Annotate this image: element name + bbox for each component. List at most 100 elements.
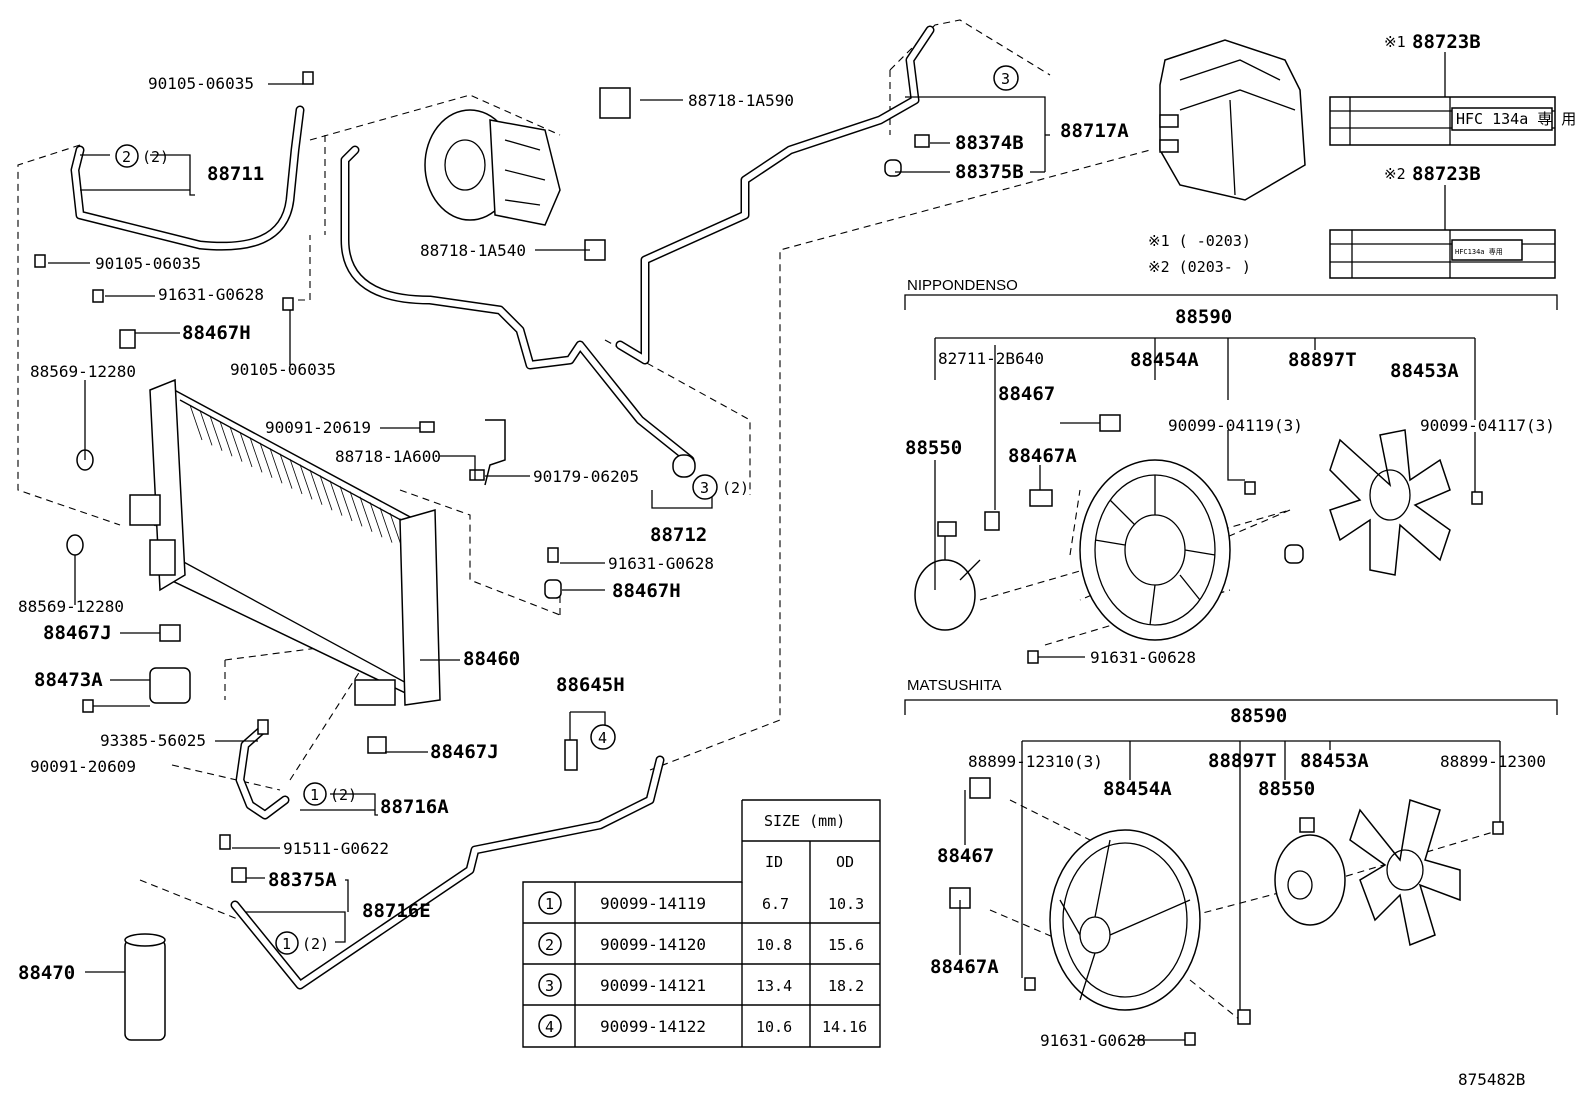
label-88375B: 88375B	[955, 161, 1024, 183]
note2-range: ※2 (0203- )	[1148, 258, 1251, 276]
condenser-fin	[249, 437, 263, 473]
label-88717A: 88717A	[1060, 120, 1129, 142]
svg-text:(2): (2)	[302, 935, 329, 953]
label-88718-1A600: 88718-1A600	[335, 447, 441, 466]
table-row: 3 90099-14121 13.4 18.2	[538, 973, 864, 997]
label-notes: ※1 88723B ※2 88723B ※1 ( -0203) ※2 (0203…	[1148, 31, 1481, 276]
table-row: 2 90099-14120 10.8 15.6	[538, 932, 864, 956]
matsushita-fan-assembly	[949, 777, 1504, 1046]
diagram-id: 875482B	[1458, 1070, 1525, 1089]
leader-lines	[48, 52, 1558, 1041]
label-88467-ms: 88467	[937, 845, 994, 867]
label-90099-04119: 90099-04119(3)	[1168, 416, 1303, 435]
matsushita-labels: MATSUSHITA 88590 88899-12310(3) 88897T 8…	[907, 677, 1546, 1050]
label-88454A-nd: 88454A	[1130, 349, 1199, 371]
svg-text:4: 4	[545, 1018, 554, 1036]
note1-range: ※1 ( -0203)	[1148, 232, 1251, 250]
svg-text:10.8: 10.8	[756, 936, 792, 954]
table-col-od: OD	[836, 853, 854, 871]
label-88454A-ms: 88454A	[1103, 778, 1172, 800]
label-88550-nd: 88550	[905, 437, 962, 459]
label-88460: 88460	[463, 648, 520, 670]
evaporator-unit-illustration	[1159, 39, 1306, 201]
label-text-1: HFC 134a 専 用	[1456, 110, 1576, 128]
table-row: 4 90099-14122 10.6 14.16	[538, 1014, 867, 1038]
small-parts	[34, 71, 930, 883]
svg-text:3: 3	[700, 479, 709, 497]
label-88569-12280-bottom: 88569-12280	[18, 597, 124, 616]
label-88899-12300: 88899-12300	[1440, 752, 1546, 771]
svg-text:13.4: 13.4	[756, 977, 792, 995]
svg-text:10.6: 10.6	[756, 1018, 792, 1036]
svg-text:90099-14122: 90099-14122	[600, 1017, 706, 1036]
label-93385-56025: 93385-56025	[100, 731, 206, 750]
label-88470: 88470	[18, 962, 75, 984]
label-90091-20609: 90091-20609	[30, 757, 136, 776]
label-88467H-top: 88467H	[182, 322, 251, 344]
svg-text:10.3: 10.3	[828, 895, 864, 913]
label-88897T-nd: 88897T	[1288, 349, 1357, 371]
liquid-tube-88717A	[615, 25, 935, 365]
label-88590-ms: 88590	[1230, 705, 1287, 727]
svg-text:(2): (2)	[330, 786, 357, 804]
condenser-illustration	[129, 378, 441, 706]
callout-1-88716E: 1 (2)	[275, 931, 329, 955]
condenser-fin	[329, 480, 343, 516]
discharge-hose-88711	[70, 105, 305, 251]
condenser-fin	[229, 426, 243, 462]
callout-3-88712: 3 (2)	[692, 474, 749, 500]
label-90179-06205: 90179-06205	[533, 467, 639, 486]
label-88899-12310: 88899-12310(3)	[968, 752, 1103, 771]
label-88711: 88711	[207, 163, 264, 185]
label-90099-04117: 90099-04117(3)	[1420, 416, 1555, 435]
svg-text:18.2: 18.2	[828, 977, 864, 995]
svg-text:1: 1	[282, 935, 291, 953]
svg-text:90099-14119: 90099-14119	[600, 894, 706, 913]
suction-hose-88712	[340, 145, 695, 465]
label-88467J-right: 88467J	[430, 741, 499, 763]
label-88467H-mid: 88467H	[612, 580, 681, 602]
condenser-fin	[299, 464, 313, 500]
label-88467A-ms: 88467A	[930, 956, 999, 978]
svg-text:2: 2	[545, 936, 554, 954]
label-88375A: 88375A	[268, 869, 337, 891]
liquid-tube-88716E	[230, 755, 665, 990]
svg-text:3: 3	[1001, 70, 1010, 88]
label-88716A: 88716A	[380, 796, 449, 818]
condenser-fin	[359, 496, 373, 532]
svg-text:1: 1	[545, 895, 554, 913]
note2-label: ※2	[1384, 165, 1406, 183]
compressor-illustration	[424, 109, 561, 226]
section-nippondenso: NIPPONDENSO	[907, 277, 1018, 294]
table-col-id: ID	[765, 853, 783, 871]
callout-2-88711: 2 (2)	[115, 144, 169, 168]
table-row: 1 90099-14119 6.7 10.3	[538, 891, 864, 915]
condenser-fin	[289, 458, 303, 495]
label-91631-G0628-nd: 91631-G0628	[1090, 648, 1196, 667]
callout-3-88717A: 3	[993, 65, 1019, 91]
svg-text:90099-14121: 90099-14121	[600, 976, 706, 995]
tube-88716A	[235, 725, 290, 820]
label-88716E: 88716E	[362, 900, 431, 922]
label-88473A: 88473A	[34, 669, 103, 691]
label-88550-ms: 88550	[1258, 778, 1315, 800]
svg-text:3: 3	[545, 977, 554, 995]
condenser-fin	[369, 502, 383, 538]
label-90105-06035-top: 90105-06035	[148, 74, 254, 93]
table-title: SIZE (mm)	[764, 812, 845, 830]
condenser-fin	[259, 442, 273, 478]
caution-label-1: HFC 134a 専 用	[1329, 96, 1576, 146]
condenser-fin	[319, 475, 333, 511]
condenser-fin	[349, 491, 363, 527]
callout-4-88645H: 4	[590, 724, 616, 750]
label-88718-1A590: 88718-1A590	[688, 91, 794, 110]
label-88590-nd: 88590	[1175, 306, 1232, 328]
svg-text:14.16: 14.16	[822, 1018, 867, 1036]
label-88453A-nd: 88453A	[1390, 360, 1459, 382]
svg-text:(2): (2)	[142, 148, 169, 166]
note1-part: 88723B	[1412, 31, 1481, 53]
condenser-fin	[269, 448, 283, 484]
svg-text:2: 2	[122, 148, 131, 166]
label-90105-06035-left: 90105-06035	[95, 254, 201, 273]
